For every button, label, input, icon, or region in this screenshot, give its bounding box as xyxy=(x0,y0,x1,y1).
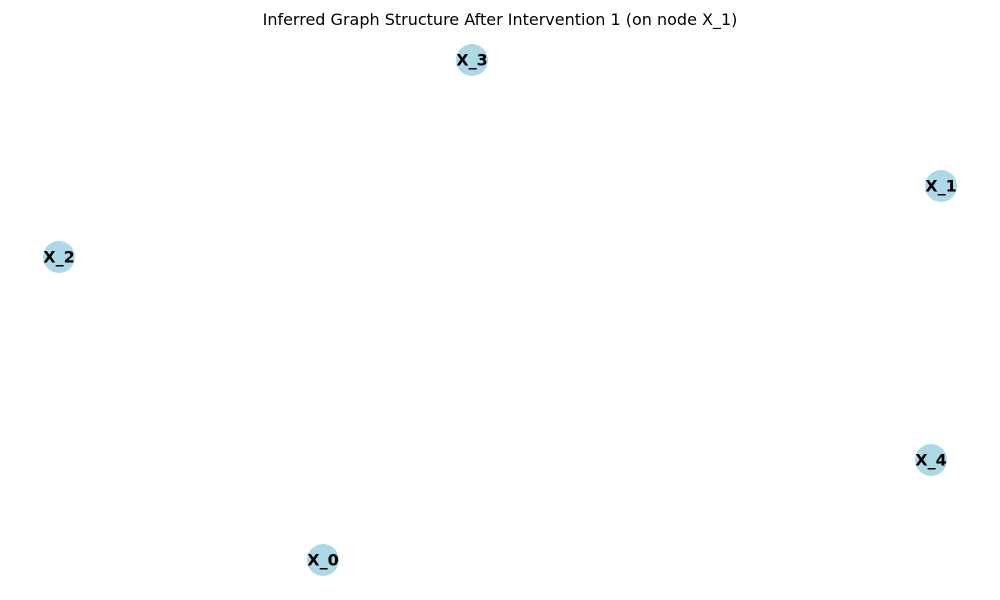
node-label: X_2 xyxy=(43,248,74,267)
graph-node-x-4: X_4 xyxy=(915,444,947,476)
node-circle xyxy=(307,544,339,576)
graph-node-x-1: X_1 xyxy=(925,170,957,202)
graph-node-x-0: X_0 xyxy=(307,544,339,576)
node-circle xyxy=(925,170,957,202)
node-label: X_0 xyxy=(307,551,338,570)
node-circle xyxy=(456,44,488,76)
node-circle xyxy=(43,241,75,273)
graph-node-x-3: X_3 xyxy=(456,44,488,76)
node-label: X_1 xyxy=(925,177,956,196)
node-label: X_3 xyxy=(456,51,487,70)
node-label: X_4 xyxy=(915,451,946,470)
node-circle xyxy=(915,444,947,476)
figure-title: Inferred Graph Structure After Intervent… xyxy=(262,10,738,29)
graph-node-x-2: X_2 xyxy=(43,241,75,273)
